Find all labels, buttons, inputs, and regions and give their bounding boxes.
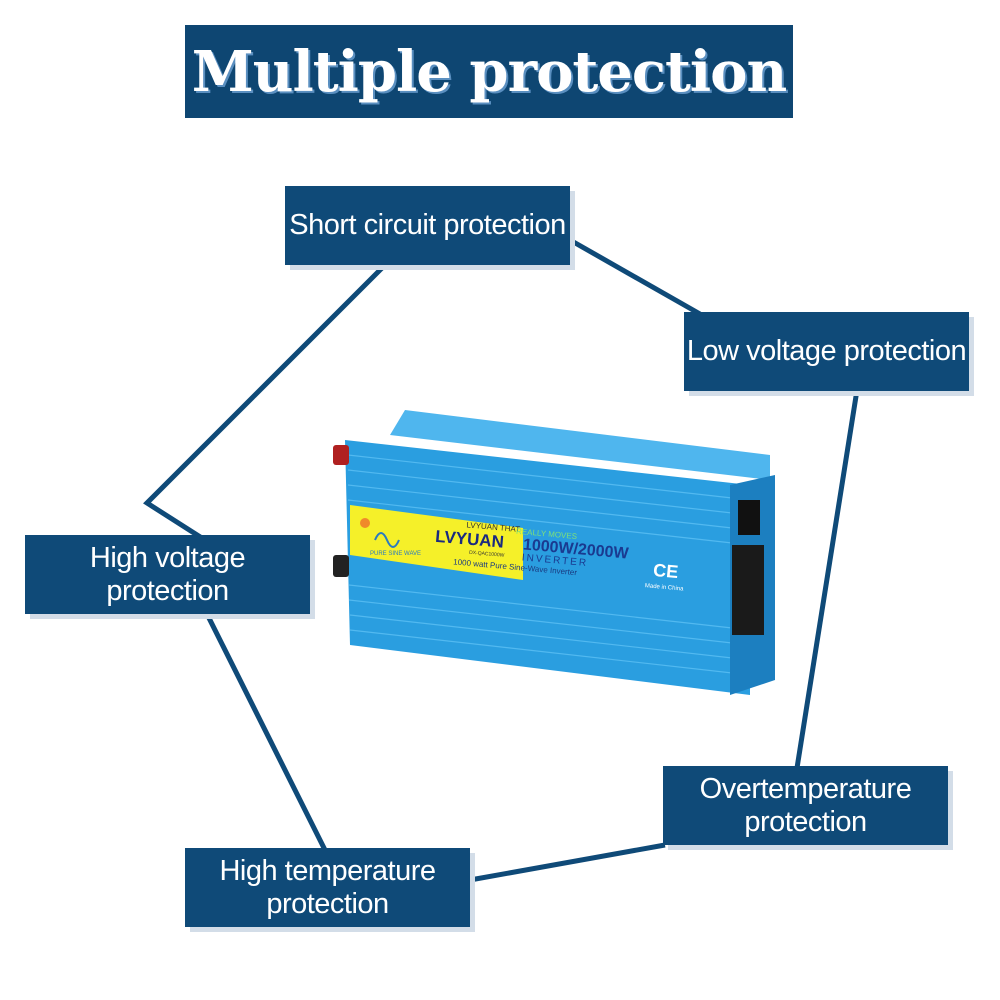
origin-text: Made in China bbox=[645, 583, 685, 592]
feature-short-circuit: Short circuit protection bbox=[285, 186, 570, 265]
feature-high-temperature: High temperature protection bbox=[185, 848, 470, 927]
ce-mark: CE bbox=[652, 560, 679, 582]
positive-terminal bbox=[333, 445, 349, 465]
model-number: DX-QAC1000W bbox=[469, 550, 505, 559]
feature-high-voltage: High voltage protection bbox=[25, 535, 310, 614]
title-text: Multiple protection bbox=[191, 38, 787, 105]
inverter-image: PURE SINE WAVE LVYUAN THAT REALLY MOVES … bbox=[333, 410, 775, 695]
wave-label: PURE SINE WAVE bbox=[370, 551, 421, 557]
feature-overtemperature: Overtemperature protection bbox=[663, 766, 948, 845]
negative-terminal bbox=[333, 555, 349, 577]
ac-socket bbox=[732, 545, 764, 635]
page-title: Multiple protection bbox=[185, 25, 793, 118]
power-switch bbox=[738, 500, 760, 535]
feature-low-voltage: Low voltage protection bbox=[684, 312, 969, 391]
sine-wave-icon bbox=[374, 532, 400, 548]
